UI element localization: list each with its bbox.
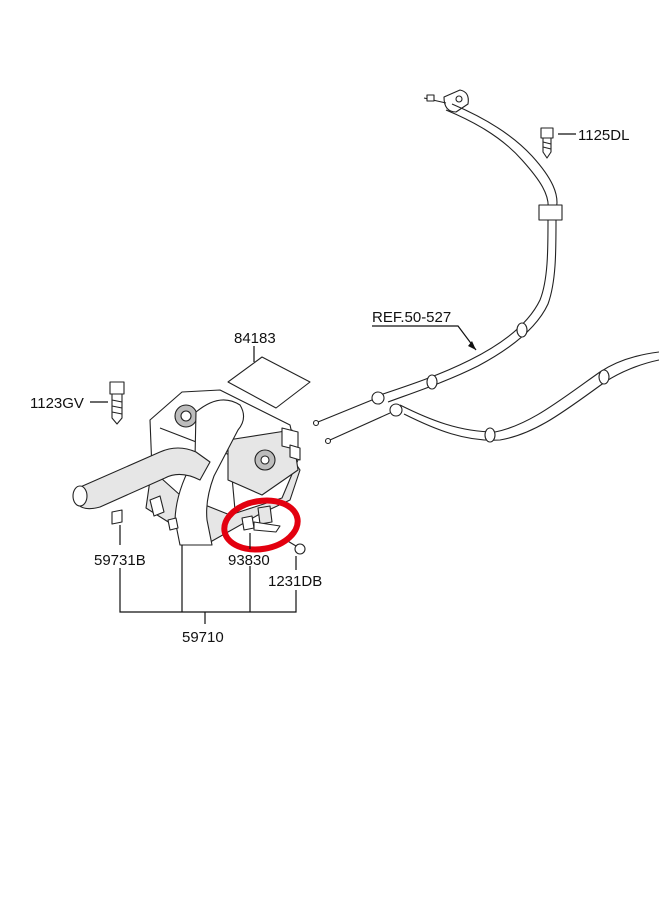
bracket-hole — [455, 95, 463, 103]
cable-grommet-2 — [484, 427, 496, 443]
label-1125dl: 1125DL — [578, 127, 629, 144]
upper-cable-a — [445, 109, 549, 211]
pivot-pin — [260, 455, 270, 465]
inner-cable-2 — [329, 412, 391, 441]
upper-cable-b — [451, 103, 558, 211]
bolt-1125dl — [540, 127, 554, 159]
cable-grommet-4 — [426, 374, 438, 390]
switch-93830 — [241, 505, 281, 533]
label-93830: 93830 — [228, 552, 270, 569]
parking-brake-lever — [72, 389, 301, 546]
cable-end-1 — [312, 419, 320, 427]
leader-lines — [90, 133, 576, 624]
equalizer-1 — [371, 391, 385, 405]
bolt-1231db — [285, 539, 306, 555]
label-ref: REF.50-527 — [372, 309, 451, 326]
lever-arm — [174, 399, 245, 546]
equalizer-2 — [389, 403, 403, 417]
cable-grommet-1 — [598, 369, 610, 385]
cable-grommet-3 — [516, 322, 528, 338]
parking-brake-cables — [312, 89, 659, 445]
cable-tip-nut — [426, 94, 435, 102]
main-cable-a — [379, 219, 549, 396]
label-1123gv: 1123GV — [30, 395, 84, 412]
inner-cable-1 — [317, 399, 373, 423]
cable-clip — [538, 204, 563, 221]
label-59710: 59710 — [182, 629, 224, 646]
right-cable-a — [399, 351, 659, 433]
left-pivot-pin — [180, 410, 192, 422]
cable-end-2 — [324, 437, 332, 445]
label-1231db: 1231DB — [268, 573, 322, 590]
label-84183: 84183 — [234, 330, 276, 347]
highlight-circle — [221, 497, 301, 553]
right-cable-b — [403, 359, 659, 441]
label-59731b: 59731B — [94, 552, 146, 569]
release-button — [72, 485, 88, 507]
lever-handle — [75, 447, 211, 510]
pad-84183 — [227, 356, 311, 409]
bolt-1123gv — [109, 381, 125, 425]
clip-59731b — [111, 509, 123, 525]
